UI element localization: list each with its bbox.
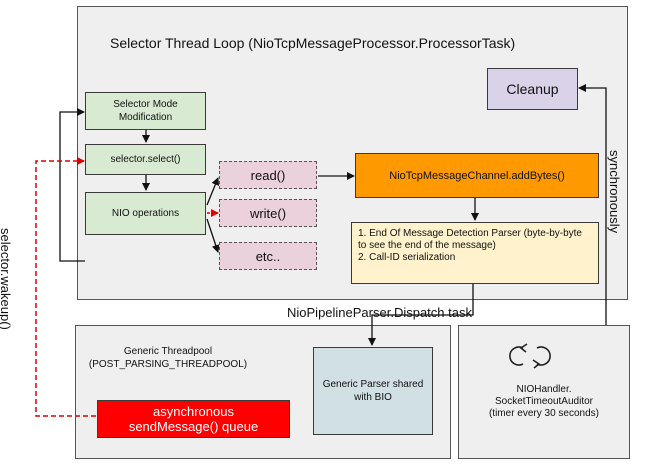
generic-parser-box: Generic Parser shared with BIO <box>313 347 433 435</box>
threadpool-title: Generic Threadpool (POST_PARSING_THREADP… <box>88 346 248 370</box>
add-bytes-box: NioTcpMessageChannel.addBytes() <box>355 153 599 198</box>
dispatch-task-label: NioPipelineParser.Dispatch task <box>287 305 472 320</box>
nio-operations-label: NIO operations <box>111 208 180 219</box>
dispatch-arrow <box>368 284 474 346</box>
cleanup-box: Cleanup <box>487 68 578 110</box>
wakeup-arrow <box>35 157 96 417</box>
etc-label: etc.. <box>255 248 281 264</box>
loop-arrow <box>59 108 85 262</box>
add-bytes-label: NioTcpMessageChannel.addBytes() <box>389 169 565 182</box>
selector-mode-modification-label: Selector Mode Modification <box>113 99 178 123</box>
async-queue-box: asynchronous sendMessage() queue <box>97 400 290 438</box>
nio-operations-box: NIO operations <box>85 192 206 235</box>
nio-to-etc-arrow <box>206 218 220 253</box>
auditor-label: NIOHandler. SocketTimeoutAuditor (timer … <box>488 384 600 419</box>
synchronously-label: synchronously <box>607 150 622 234</box>
selector-loop-title: Selector Thread Loop (NioTcpMessageProce… <box>110 35 516 51</box>
etc-box: etc.. <box>219 242 317 270</box>
cleanup-label: Cleanup <box>506 81 559 97</box>
parser-details-box: 1. End Of Message Detection Parser (byte… <box>351 222 599 284</box>
wakeup-label: selector.wakeup() <box>0 228 13 330</box>
nio-to-read-arrow <box>206 177 220 206</box>
synchronously-arrow <box>578 84 607 325</box>
read-box: read() <box>219 161 317 189</box>
selector-select-box: selector.select() <box>85 144 206 175</box>
write-label: write() <box>249 205 287 221</box>
write-box: write() <box>219 199 317 227</box>
selector-select-label: selector.select() <box>110 154 181 165</box>
read-label: read() <box>250 167 286 183</box>
parser-details-label: 1. End Of Message Detection Parser (byte… <box>358 228 582 263</box>
generic-parser-label: Generic Parser shared with BIO <box>322 379 424 403</box>
async-queue-label: asynchronous sendMessage() queue <box>128 404 259 434</box>
selector-mode-modification-box: Selector Mode Modification <box>85 92 206 130</box>
